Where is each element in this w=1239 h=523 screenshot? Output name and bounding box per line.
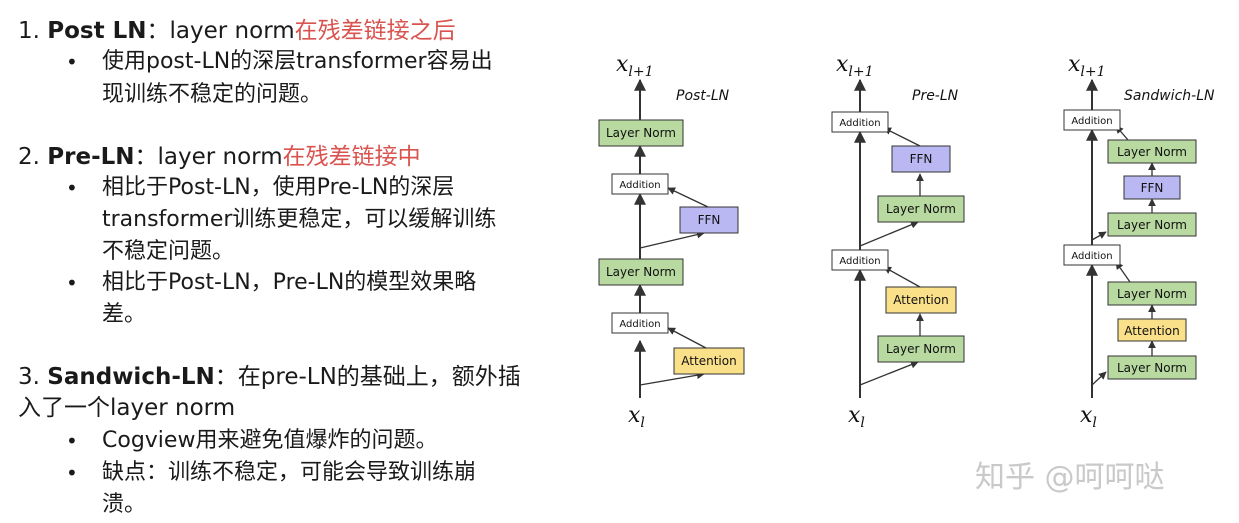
sandwich-ln-layer-norm-2: Layer Norm	[1117, 218, 1187, 232]
pre-ln-attention: Attention	[893, 293, 948, 307]
item-1-bullet-1-line-1: 使用post-LN的深层transformer容易出	[102, 49, 493, 74]
sandwich-ln-input-label: xl	[1080, 403, 1097, 431]
post-ln-diagram: Post-LN xl+1 xl Layer Norm Addition FFN …	[598, 52, 745, 431]
bullet-dot: •	[66, 50, 78, 74]
pre-ln-layer-norm-bottom: Layer Norm	[886, 342, 956, 356]
pre-ln-output-label: xl+1	[836, 52, 874, 80]
sandwich-ln-ffn: FFN	[1141, 181, 1164, 195]
post-ln-output-label: xl+1	[616, 52, 654, 80]
item-1-bullet-1-line-2: 现训练不稳定的问题。	[102, 82, 323, 107]
post-ln-addition-bottom: Addition	[619, 319, 660, 330]
bullet-dot: •	[66, 429, 78, 453]
item-2-bullet-1-line-3: 不稳定问题。	[102, 239, 235, 264]
post-ln-title: Post-LN	[676, 88, 730, 104]
bullet-dot: •	[66, 461, 78, 485]
bullet-dot: •	[66, 271, 78, 295]
item-2-bullet-1-line-1: 相比于Post-LN，使用Pre-LN的深层	[102, 175, 455, 200]
item-2-bullet-2-line-2: 差。	[102, 302, 147, 327]
sandwich-ln-layer-norm-4: Layer Norm	[1117, 361, 1187, 375]
item-3-bullet-2-line-2: 溃。	[102, 492, 147, 517]
watermark: 知乎 @呵呵哒	[975, 460, 1165, 495]
pre-ln-layer-norm-top: Layer Norm	[886, 202, 956, 216]
sandwich-ln-output-label: xl+1	[1068, 52, 1106, 80]
sandwich-ln-addition-top: Addition	[1071, 116, 1112, 127]
item-2-bullet-1-line-2: transformer训练更稳定，可以缓解训练	[102, 207, 497, 232]
item-1-heading: 1. Post LN：layer norm在残差链接之后	[18, 18, 456, 44]
bullet-dot: •	[66, 176, 78, 200]
sandwich-ln-title: Sandwich-LN	[1124, 88, 1215, 104]
item-3-heading: 3. Sandwich-LN：在pre-LN的基础上，额外插	[18, 364, 521, 390]
sandwich-ln-addition-bottom: Addition	[1071, 251, 1112, 262]
pre-ln-title: Pre-LN	[912, 88, 959, 104]
post-ln-addition-top: Addition	[619, 180, 660, 191]
sandwich-ln-layer-norm-3: Layer Norm	[1117, 287, 1187, 301]
item-3-name: Sandwich-LN	[47, 364, 215, 390]
item-1-highlight: 在残差链接之后	[294, 18, 456, 44]
item-3-bullet-1-line-1: Cogview用来避免值爆炸的问题。	[102, 428, 438, 453]
item-2-name: Pre-LN	[47, 144, 135, 170]
item-3-bullet-2-line-1: 缺点：训练不稳定，可能会导致训练崩	[102, 460, 477, 485]
post-ln-ffn: FFN	[698, 213, 721, 227]
pre-ln-input-label: xl	[848, 403, 865, 431]
pre-ln-diagram: Pre-LN xl+1 xl Addition FFN Layer Norm A…	[831, 52, 965, 431]
pre-ln-addition-bottom: Addition	[839, 256, 880, 267]
post-ln-attention: Attention	[681, 354, 736, 368]
sandwich-ln-layer-norm-1: Layer Norm	[1117, 145, 1187, 159]
sandwich-ln-attention: Attention	[1124, 324, 1179, 338]
item-2-highlight: 在残差链接中	[282, 144, 421, 170]
item-3-heading-cont: 入了一个layer norm	[18, 395, 236, 421]
item-2-bullet-2-line-1: 相比于Post-LN，Pre-LN的模型效果略	[102, 270, 477, 295]
sandwich-ln-diagram: Sandwich-LN xl+1 xl Addition Layer Norm …	[1063, 52, 1215, 431]
item-2-heading: 2. Pre-LN：layer norm在残差链接中	[18, 144, 421, 170]
post-ln-input-label: xl	[628, 403, 645, 431]
pre-ln-ffn: FFN	[910, 152, 933, 166]
post-ln-layer-norm-bottom: Layer Norm	[606, 265, 676, 279]
post-ln-layer-norm-top: Layer Norm	[606, 126, 676, 140]
item-1-name: Post LN	[47, 18, 147, 44]
pre-ln-addition-top: Addition	[839, 118, 880, 129]
text-panel: 1. Post LN：layer norm在残差链接之后 • 使用post-LN…	[0, 0, 590, 523]
